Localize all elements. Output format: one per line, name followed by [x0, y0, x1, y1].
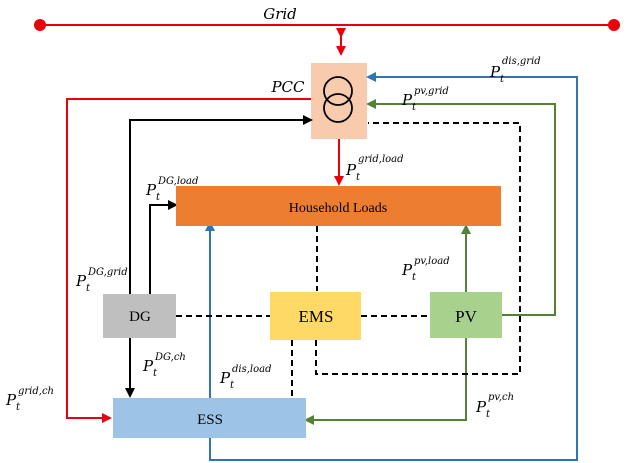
dg-label: DG — [129, 309, 151, 325]
flow-label-grid-load: P t grid,load — [345, 154, 404, 183]
pv-to-ess-arrow — [304, 338, 467, 425]
pcc-transformer — [311, 63, 367, 139]
flow-label-dis-grid: P t dis,grid — [489, 56, 541, 85]
svg-text:DG,ch: DG,ch — [154, 352, 186, 363]
svg-text:t: t — [356, 172, 361, 183]
ems-communication-lines — [176, 122, 521, 398]
svg-text:P: P — [401, 261, 413, 279]
svg-text:grid,load: grid,load — [358, 154, 404, 165]
household-loads-label: Household Loads — [289, 201, 387, 216]
ess-to-grid-arrow — [209, 72, 578, 461]
pv-to-grid-arrow — [366, 99, 556, 316]
svg-text:DG,grid: DG,grid — [87, 267, 128, 278]
flow-label-dg-ch: P t DG,ch — [142, 352, 186, 379]
svg-text:t: t — [156, 192, 161, 203]
svg-text:P: P — [5, 391, 17, 409]
svg-text:P: P — [142, 357, 154, 375]
svg-text:dis,load: dis,load — [232, 364, 272, 375]
svg-text:t: t — [500, 74, 505, 85]
pv-label: PV — [455, 307, 477, 326]
dg-box — [103, 294, 176, 338]
flow-label-pv-ch: P t pv,ch — [475, 392, 514, 420]
pcc-label: PCC — [270, 78, 305, 96]
svg-text:t: t — [486, 409, 491, 420]
svg-text:pv,grid: pv,grid — [414, 86, 449, 97]
svg-text:t: t — [153, 368, 158, 379]
grid-label: Grid — [263, 5, 297, 23]
svg-text:pv,ch: pv,ch — [488, 392, 514, 403]
ess-box — [113, 398, 306, 438]
svg-text:t: t — [230, 380, 235, 391]
ess-label: ESS — [197, 412, 223, 428]
flow-label-grid-ch: P t grid,ch — [5, 386, 54, 413]
ems-label: EMS — [299, 307, 334, 326]
pv-box — [430, 292, 502, 338]
svg-text:P: P — [345, 161, 357, 179]
flow-label-pv-load: P t pv,load — [401, 256, 450, 283]
ems-box — [270, 292, 361, 340]
svg-text:t: t — [16, 402, 21, 413]
flow-label-dis-load: P t dis,load — [219, 364, 272, 391]
svg-text:P: P — [75, 272, 87, 290]
flow-label-dg-grid: P t DG,grid — [75, 267, 128, 294]
svg-text:P: P — [219, 369, 231, 387]
svg-text:t: t — [412, 272, 417, 283]
svg-text:pv,load: pv,load — [414, 256, 450, 267]
grid-to-ess-arrow — [66, 98, 311, 423]
household-loads-box — [176, 186, 501, 226]
dg-to-grid-arrow — [129, 115, 313, 295]
dg-to-load-arrow — [149, 200, 178, 295]
svg-text:t: t — [86, 283, 91, 294]
svg-text:DG,load: DG,load — [157, 176, 198, 187]
svg-text:grid,ch: grid,ch — [18, 386, 54, 397]
svg-text:P: P — [475, 398, 487, 416]
flow-label-dg-load: P t DG,load — [145, 176, 198, 203]
grid-left-node — [34, 19, 46, 31]
grid-line — [34, 19, 620, 31]
svg-text:P: P — [145, 181, 157, 199]
svg-text:P: P — [401, 91, 413, 109]
grid-right-node — [608, 19, 620, 31]
svg-text:P: P — [489, 63, 501, 81]
flow-label-pv-grid: P t pv,grid — [401, 86, 449, 113]
svg-text:dis,grid: dis,grid — [502, 56, 541, 67]
svg-text:t: t — [412, 102, 417, 113]
